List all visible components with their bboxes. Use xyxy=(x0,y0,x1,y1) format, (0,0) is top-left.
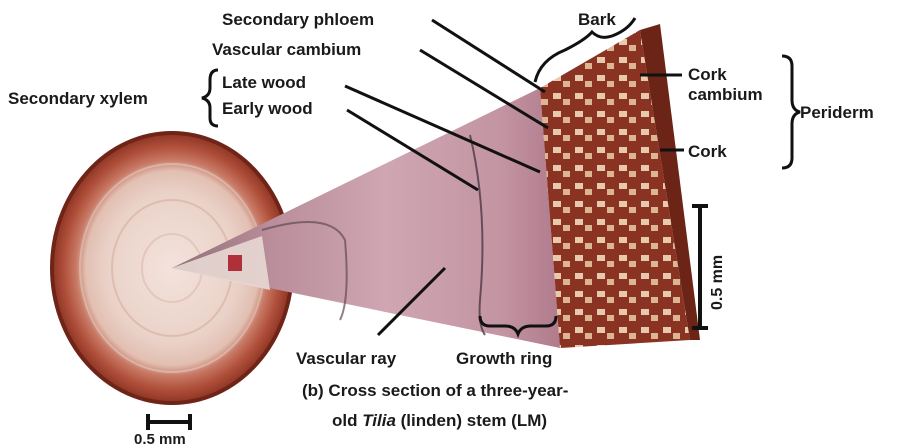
label-early-wood: Early wood xyxy=(222,99,313,118)
label-late-wood: Late wood xyxy=(222,73,306,92)
label-periderm: Periderm xyxy=(800,103,874,122)
label-bark: Bark xyxy=(578,10,616,29)
leader-secondary-phloem xyxy=(432,20,545,92)
label-cork-cambium-line2: cambium xyxy=(688,85,763,104)
pith-cell xyxy=(228,255,242,271)
label-vascular-ray: Vascular ray xyxy=(296,349,397,368)
label-secondary-phloem: Secondary phloem xyxy=(222,10,374,29)
caption-line2-prefix: old xyxy=(332,411,362,430)
secondary-xylem-brace xyxy=(202,70,218,126)
label-scale-bar-left: 0.5 mm xyxy=(134,431,186,446)
caption-line2: old Tilia (linden) stem (LM) xyxy=(332,411,547,430)
label-cork-cambium-line1: Cork xyxy=(688,65,727,84)
caption-genus: Tilia xyxy=(362,411,396,430)
periderm-brace xyxy=(782,56,800,168)
bark-segment xyxy=(540,24,700,348)
label-scale-bar-right: 0.5 mm xyxy=(709,255,726,310)
label-vascular-cambium: Vascular cambium xyxy=(212,40,361,59)
label-cork: Cork xyxy=(688,142,727,161)
caption-line1: (b) Cross section of a three-year- xyxy=(302,381,568,400)
label-growth-ring: Growth ring xyxy=(456,349,552,368)
label-secondary-xylem: Secondary xylem xyxy=(8,89,148,108)
caption-line2-suffix: (linden) stem (LM) xyxy=(396,411,547,430)
